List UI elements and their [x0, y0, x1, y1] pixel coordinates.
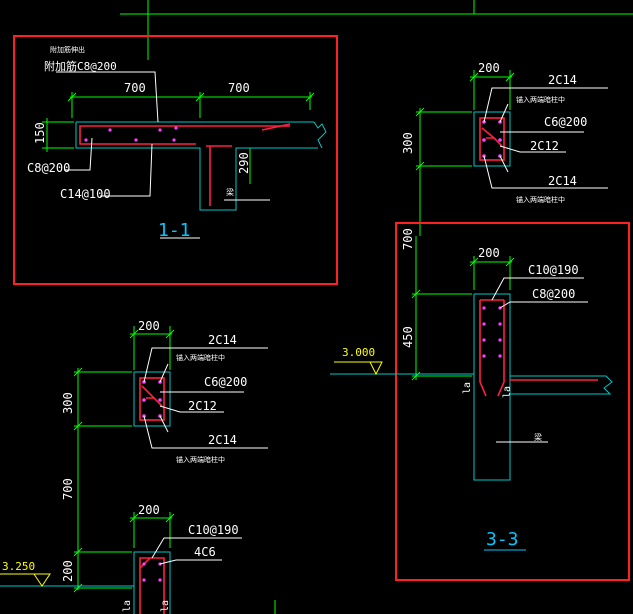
bottom-bar-label: C14@100	[60, 187, 111, 201]
s33-la-right: la	[502, 386, 513, 398]
dim-left-700: 700	[124, 81, 146, 95]
bl-stirrup: C10@190	[188, 523, 239, 537]
bl-dim-width: 200	[138, 503, 160, 517]
ml-top-bars: 2C14	[208, 333, 237, 347]
tr-anchor-note-bottom: 锚入两端暗柱中	[516, 195, 565, 204]
section-3-3: 700 450 200 C10@190 C8@200	[330, 228, 613, 551]
ml-bottom-bars: 2C14	[208, 433, 237, 447]
section-middle-left: 200 300 700 2C14 锚入两端暗柱中 C6@200 2C12 2C1…	[61, 319, 268, 590]
s33-la-left: la	[462, 382, 473, 394]
bl-dim-200: 200	[61, 560, 75, 582]
s33-elevation: 3.000	[342, 346, 375, 359]
ml-anchor-note-top: 锚入两端暗柱中	[176, 353, 225, 362]
section-3-3-title: 3-3	[486, 529, 519, 550]
s33-dim-450: 450	[401, 326, 415, 348]
section-1-1-frame	[13, 35, 338, 285]
dim-thickness-150: 150	[33, 122, 47, 144]
tr-bottom-bars: 2C14	[548, 174, 577, 188]
tr-stirrup: C6@200	[544, 115, 587, 129]
ml-dim-700: 700	[61, 478, 75, 500]
section-bottom-left: 200 200 C10@190 4C6 3.250 la la	[0, 503, 242, 614]
s33-tag: 梁	[534, 433, 542, 442]
section-1-1-title: 1-1	[158, 220, 191, 241]
bl-la-left: la	[122, 600, 133, 612]
tr-dim-height: 300	[401, 132, 415, 154]
ml-dim-width: 200	[138, 319, 160, 333]
dim-drop-290: 290	[237, 152, 251, 174]
tr-top-bars: 2C14	[548, 73, 577, 87]
dim-right-700: 700	[228, 81, 250, 95]
note-line-1: 附加筋伸出	[50, 45, 85, 54]
s33-dim-width: 200	[478, 246, 500, 260]
section-3-3-frame	[395, 222, 630, 581]
ml-middle-bars: 2C12	[188, 399, 217, 413]
s33-dim-700: 700	[401, 228, 415, 250]
ml-dim-height: 300	[61, 392, 75, 414]
tr-anchor-note-top: 锚入两端暗柱中	[516, 95, 565, 104]
ml-stirrup: C6@200	[204, 375, 247, 389]
bl-la-right: la	[160, 600, 171, 612]
note-line-2: 附加筋C8@200	[44, 59, 117, 73]
ml-anchor-note-bottom: 锚入两端暗柱中	[176, 455, 225, 464]
bl-elevation: 3.250	[2, 560, 35, 573]
section-top-right: 200 300 2C14 锚入两端暗柱中 C6@200 2C12 2C14 锚入…	[401, 61, 608, 236]
s33-stirrup-main: C10@190	[528, 263, 579, 277]
s33-stirrup-secondary: C8@200	[532, 287, 575, 301]
section-1-1: 700 700 150 290	[27, 45, 327, 241]
tr-middle-bars: 2C12	[530, 139, 559, 153]
axis-lines	[120, 0, 633, 614]
bl-bars: 4C6	[194, 545, 216, 559]
tr-dim-width: 200	[478, 61, 500, 75]
stirrup-label: C8@200	[27, 161, 70, 175]
beam-tag: 梁	[226, 188, 234, 197]
